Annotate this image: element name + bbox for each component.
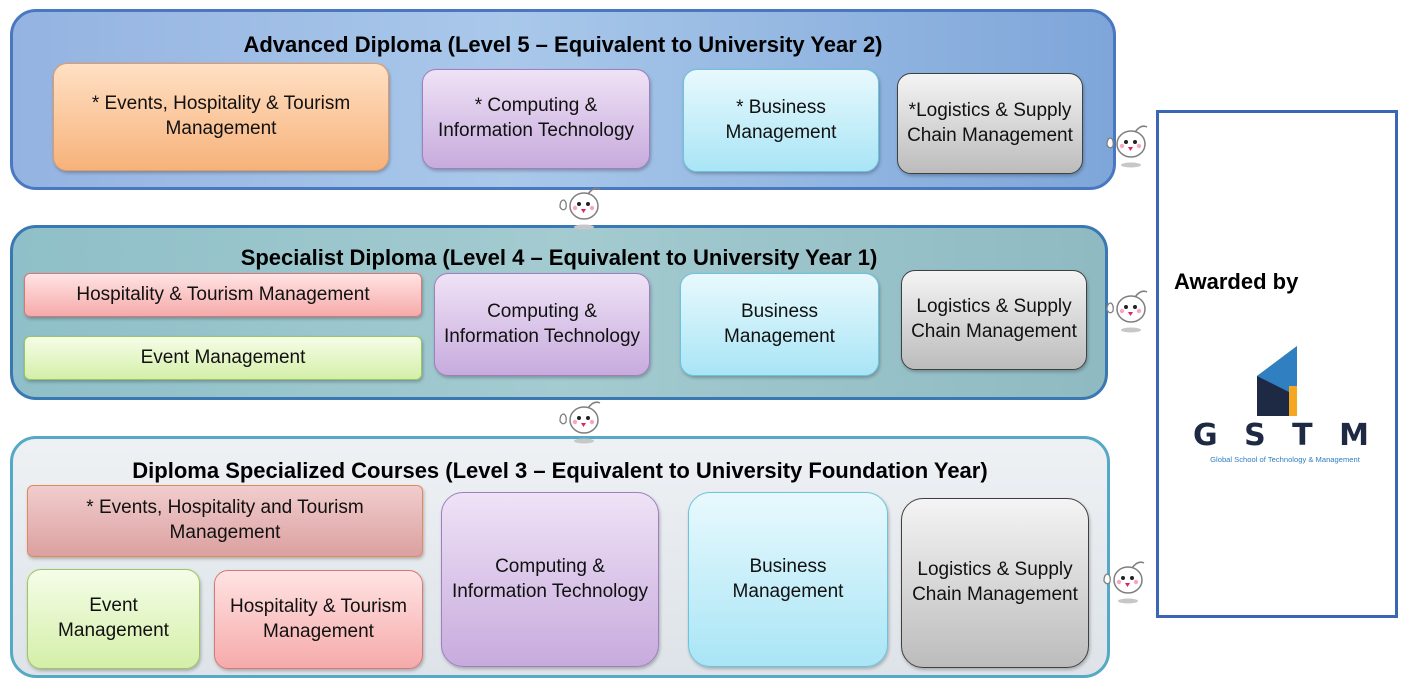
pointing-mascot-icon — [559, 401, 601, 444]
level3-logistics-box: Logistics & Supply Chain Management — [901, 498, 1089, 668]
level5-events-box: * Events, Hospitality & Tourism Manageme… — [53, 63, 389, 171]
pointing-mascot-icon — [559, 187, 601, 230]
level4-hospitality-box: Hospitality & Tourism Management — [24, 273, 422, 317]
level3-business-box: Business Management — [688, 492, 888, 667]
gstm-logo-subtitle: Global School of Technology & Management — [1210, 455, 1361, 464]
level5-business-box: * Business Management — [683, 69, 879, 172]
level5-panel: Advanced Diploma (Level 5 – Equivalent t… — [10, 9, 1116, 190]
level4-title: Specialist Diploma (Level 4 – Equivalent… — [240, 245, 878, 270]
level3-events-box: * Events, Hospitality and Tourism Manage… — [27, 485, 423, 557]
level3-hospitality-box: Hospitality & Tourism Management — [214, 570, 423, 669]
level5-logistics-box: *Logistics & Supply Chain Management — [897, 73, 1083, 174]
level3-title: Diploma Specialized Courses (Level 3 – E… — [132, 458, 988, 483]
level5-title: Advanced Diploma (Level 5 – Equivalent t… — [243, 32, 883, 57]
level3-computing-box: Computing & Information Technology — [441, 492, 659, 667]
level3-panel: Diploma Specialized Courses (Level 3 – E… — [10, 436, 1110, 678]
level4-business-box: Business Management — [680, 273, 879, 376]
level4-panel: Specialist Diploma (Level 4 – Equivalent… — [10, 225, 1108, 400]
level4-event-box: Event Management — [24, 336, 422, 380]
pointing-mascot-icon — [1103, 561, 1145, 604]
awarded-by-label: Awarded by — [1174, 269, 1299, 294]
gstm-logo-letters: G S T M — [1193, 418, 1377, 453]
gstm-logo: G S T M Global School of Technology & Ma… — [1193, 346, 1377, 464]
awarded-by-panel: Awarded by G S T M Global School of Tech… — [1156, 110, 1398, 618]
pointing-mascot-icon — [1106, 125, 1148, 168]
level5-computing-box: * Computing & Information Technology — [422, 69, 650, 169]
level4-computing-box: Computing & Information Technology — [434, 273, 650, 376]
level3-event-box: Event Management — [27, 569, 200, 669]
level4-logistics-box: Logistics & Supply Chain Management — [901, 270, 1087, 370]
pointing-mascot-icon — [1106, 290, 1148, 333]
